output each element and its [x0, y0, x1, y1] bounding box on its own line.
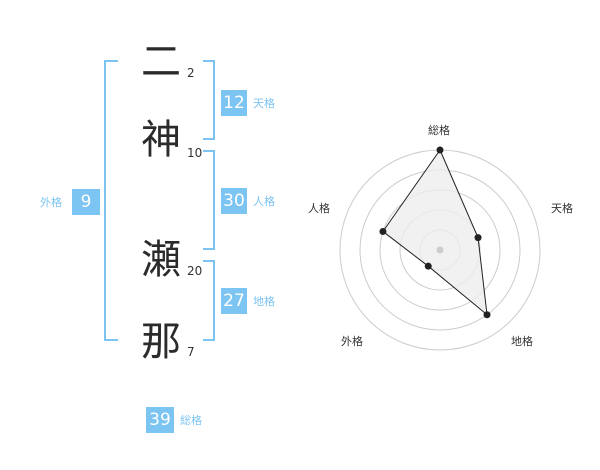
stroke-count-4: 7: [187, 345, 195, 359]
gaikaku-bracket: [104, 60, 118, 341]
gaikaku-score-box: 9: [72, 189, 100, 215]
gaikaku-label: 外格: [40, 196, 62, 209]
soukaku-score-box: 39: [146, 407, 174, 433]
radar-point-1: [474, 234, 482, 242]
radar-points: [379, 146, 491, 319]
soukaku-label: 総格: [180, 414, 202, 427]
tenkaku-score-box: 12: [221, 90, 247, 116]
stroke-count-2: 10: [187, 146, 203, 160]
jinkaku-bracket: [203, 150, 215, 250]
radar-label-gaikaku: 外格: [341, 335, 363, 348]
radar-center-dot: [436, 246, 444, 254]
stroke-count-3: 20: [187, 264, 203, 278]
stroke-count-1: 2: [187, 66, 195, 80]
radar-label-chikaku: 地格: [511, 335, 533, 348]
chikaku-label: 地格: [253, 295, 275, 308]
radar-label-jinkaku: 人格: [308, 202, 330, 215]
chikaku-score-box: 27: [221, 288, 247, 314]
tenkaku-label: 天格: [253, 97, 275, 110]
radar-point-3: [424, 262, 432, 270]
radar-point-4: [379, 227, 387, 235]
radar-polygon: [382, 148, 488, 316]
radar-point-0: [436, 146, 444, 154]
chikaku-bracket: [203, 260, 215, 341]
radar-label-tenkaku: 天格: [551, 202, 573, 215]
jinkaku-label: 人格: [253, 195, 275, 208]
radar-point-2: [483, 311, 491, 319]
name-char-3: 瀬: [141, 237, 181, 283]
name-char-1: 二: [141, 39, 181, 85]
name-char-4: 那: [141, 319, 181, 365]
jinkaku-score-box: 30: [221, 188, 247, 214]
tenkaku-bracket: [203, 60, 215, 140]
radar-label-soukaku: 総格: [428, 124, 450, 137]
name-char-2: 神: [141, 117, 181, 163]
